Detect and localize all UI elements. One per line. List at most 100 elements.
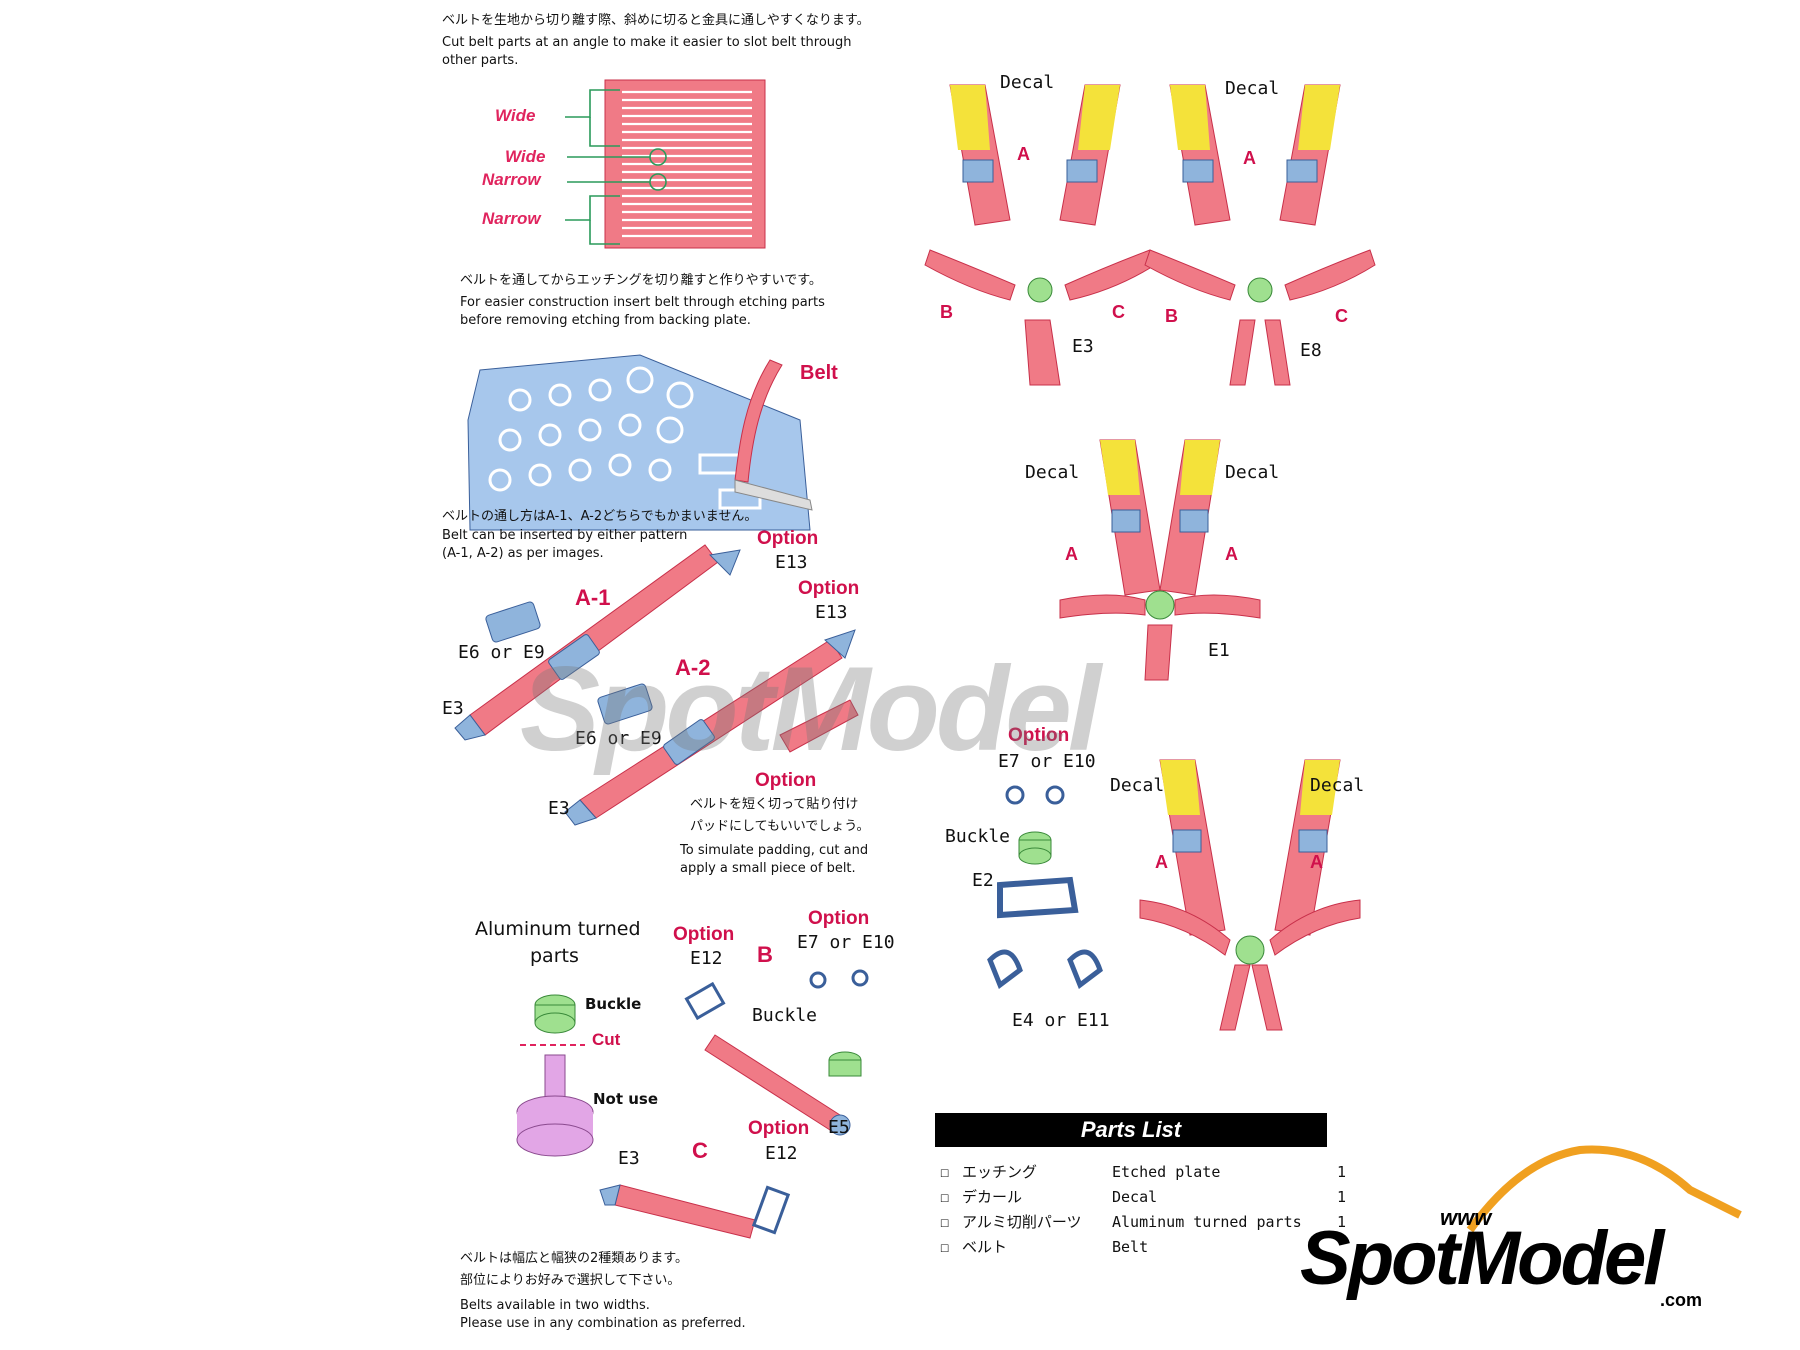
- e7-e10-label-b: E7 or E10: [797, 932, 895, 953]
- b-label-h2: B: [1165, 306, 1178, 326]
- b-label-h1: B: [940, 302, 953, 322]
- b-label: B: [757, 942, 773, 967]
- a-label-h4-left: A: [1155, 852, 1168, 872]
- a-label-h2: A: [1243, 148, 1256, 168]
- parts-list-row: ☐ エッチング Etched plate 1: [940, 1160, 1346, 1185]
- widths-note-jp2: 部位によりお好みで選択して下さい。: [460, 1273, 681, 1288]
- belt-sheet-illustration: [565, 79, 766, 249]
- parts-list-title: Parts List: [1080, 1117, 1182, 1142]
- wide-label-1: Wide: [495, 106, 536, 125]
- parts-item-en: Aluminum turned parts: [1112, 1213, 1302, 1231]
- watermark-www: www: [1440, 1205, 1492, 1230]
- checkbox-icon[interactable]: ☐: [940, 1213, 950, 1231]
- a1-label: A-1: [575, 585, 611, 610]
- decal-label-h1: Decal: [1000, 72, 1055, 93]
- c-label-h2: C: [1335, 306, 1348, 326]
- a-label-h3-left: A: [1065, 544, 1078, 564]
- belt-label: Belt: [800, 362, 838, 384]
- buckle-label-b: Buckle: [752, 1005, 818, 1026]
- e6-e9-label-a1: E6 or E9: [458, 642, 545, 663]
- buckle-assembly-illustration: [987, 785, 1103, 989]
- padding-en-line2: apply a small piece of belt.: [680, 861, 856, 876]
- padding-jp-line2: パッドにしてもいいでしょう。: [690, 819, 870, 834]
- widths-note-en1: Belts available in two widths.: [460, 1298, 650, 1313]
- padding-en-line1: To simulate padding, cut and: [680, 843, 869, 858]
- parts-item-qty: 1: [1337, 1213, 1347, 1231]
- option-label-buckle-asm: Option: [1008, 725, 1070, 746]
- cut-label: Cut: [592, 1030, 621, 1049]
- pattern-note-en-line2: (A-1, A-2) as per images.: [442, 546, 604, 561]
- widths-note-jp1: ベルトは幅広と幅狭の2種類あります。: [460, 1251, 688, 1266]
- decal-label-h3-left: Decal: [1025, 462, 1080, 483]
- e8-label-h2: E8: [1300, 340, 1322, 361]
- a-label-h1: A: [1017, 144, 1030, 164]
- watermark-com: .com: [1660, 1290, 1703, 1310]
- e2-label: E2: [972, 870, 994, 891]
- parts-item-jp: アルミ切削パーツ: [962, 1213, 1082, 1231]
- checkbox-icon[interactable]: ☐: [940, 1238, 950, 1256]
- harness-6-point-illustration: [1139, 759, 1361, 1031]
- parts-item-qty: 1: [1337, 1163, 1347, 1181]
- etch-note-jp: ベルトを通してからエッチングを切り離すと作りやすいです。: [460, 273, 822, 288]
- parts-item-jp: エッチング: [962, 1163, 1038, 1181]
- option-label-c-e12: Option: [748, 1118, 810, 1139]
- not-use-label: Not use: [593, 1090, 659, 1108]
- parts-item-en: Etched plate: [1112, 1163, 1221, 1181]
- belt-b-illustration: [684, 969, 869, 1136]
- harness-5-point-illustration: [1059, 439, 1261, 681]
- decal-label-h3-right: Decal: [1225, 462, 1280, 483]
- parts-item-jp: ベルト: [962, 1238, 1008, 1256]
- pattern-note-en-line1: Belt can be inserted by either pattern: [442, 528, 688, 543]
- decal-label-h4-right: Decal: [1310, 775, 1365, 796]
- e13-label-top: E13: [775, 552, 808, 573]
- buckle-label-buckle-asm: Buckle: [945, 826, 1011, 847]
- decal-label-h2: Decal: [1225, 78, 1280, 99]
- e12-label-b: E12: [690, 948, 723, 969]
- aluminum-title-line2: parts: [530, 945, 579, 967]
- a-label-h4-right: A: [1310, 852, 1323, 872]
- e6-e9-label-a2: E6 or E9: [575, 728, 662, 749]
- aluminum-buckle-label: Buckle: [585, 995, 642, 1013]
- parts-list: ☐ エッチング Etched plate 1 ☐ デカール Decal 1 ☐ …: [940, 1160, 1346, 1260]
- belt-pattern-a2-illustration: [564, 629, 859, 826]
- a-label-h3-right: A: [1225, 544, 1238, 564]
- c-label: C: [692, 1138, 708, 1163]
- parts-item-en: Decal: [1112, 1188, 1158, 1206]
- aluminum-title-line1: Aluminum turned: [475, 918, 641, 940]
- a2-label: A-2: [675, 655, 711, 680]
- aluminum-parts-illustration: [516, 994, 594, 1157]
- etch-note-en-line2: before removing etching from backing pla…: [460, 313, 751, 328]
- watermark-car-outline: [1466, 1145, 1742, 1233]
- intro-en-line2: other parts.: [442, 53, 519, 68]
- intro-jp-text: ベルトを生地から切り離す際、斜めに切ると金具に通しやすくなります。: [442, 13, 870, 28]
- parts-item-qty: 1: [1337, 1188, 1347, 1206]
- wide-label-2: Wide: [505, 147, 546, 166]
- narrow-label-2: Narrow: [482, 209, 541, 228]
- checkbox-icon[interactable]: ☐: [940, 1188, 950, 1206]
- e7-e10-label-buckle-asm: E7 or E10: [998, 751, 1096, 772]
- belt-c-illustration: [599, 1184, 791, 1239]
- watermark-logo-corner: SpotModel: [1300, 1216, 1664, 1301]
- e13-label-lower: E13: [815, 602, 848, 623]
- e3-label-h1: E3: [1072, 336, 1094, 357]
- widths-note-en2: Please use in any combination as preferr…: [460, 1316, 746, 1331]
- belt-pattern-a1-illustration: [454, 544, 741, 741]
- etching-sheet-illustration: [467, 354, 813, 531]
- e3-label-c: E3: [618, 1148, 640, 1169]
- checkbox-icon[interactable]: ☐: [940, 1163, 950, 1181]
- option-label-e13-top: Option: [757, 528, 819, 549]
- harness-3-point-illustration: [924, 84, 1156, 386]
- parts-list-row: ☐ ベルト Belt: [940, 1235, 1346, 1260]
- narrow-label-1: Narrow: [482, 170, 541, 189]
- e3-label-a2: E3: [548, 798, 570, 819]
- e4-e11-label: E4 or E11: [1012, 1010, 1110, 1031]
- intro-en-line1: Cut belt parts at an angle to make it ea…: [442, 35, 852, 50]
- parts-list-row: ☐ アルミ切削パーツ Aluminum turned parts 1: [940, 1210, 1346, 1235]
- e12-label-c: E12: [765, 1143, 798, 1164]
- decal-label-h4-left: Decal: [1110, 775, 1165, 796]
- option-label-e13-lower: Option: [798, 578, 860, 599]
- option-label-b-e12: Option: [673, 924, 735, 945]
- parts-item-en: Belt: [1112, 1238, 1149, 1256]
- parts-list-header-bar: [935, 1113, 1327, 1147]
